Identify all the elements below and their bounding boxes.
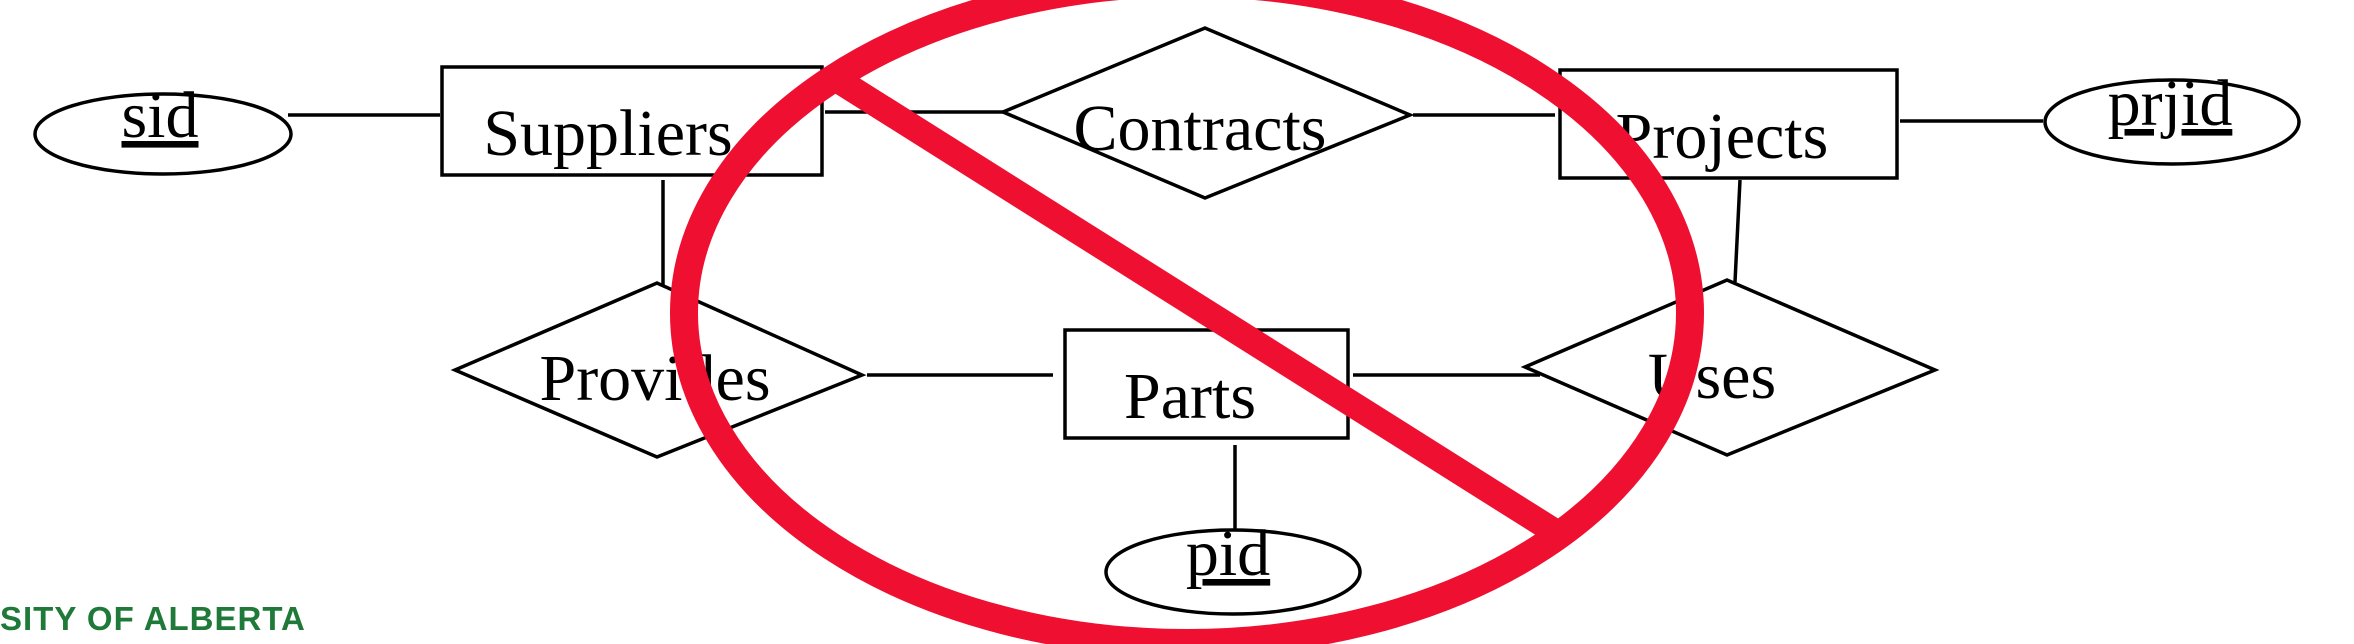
attribute-oval	[33, 92, 293, 176]
relationship-diamond	[998, 26, 1415, 200]
relationship-uses: Uses	[1520, 278, 1940, 457]
diagram-edges	[288, 110, 2043, 533]
relationship-contracts-label: Contracts	[1074, 92, 1327, 165]
attribute-sid-label: sid	[121, 79, 198, 152]
entity-projects-label: Projects	[1616, 100, 1829, 173]
prohibition-ring	[670, 0, 1704, 644]
entity-parts-label: Parts	[1124, 360, 1256, 433]
attribute-sid: sid	[33, 79, 293, 176]
attribute-oval	[1104, 528, 1362, 616]
relationship-provides-label: Provides	[540, 342, 771, 415]
entity-suppliers-label: Suppliers	[483, 97, 732, 170]
attribute-pid-label: pid	[1186, 517, 1270, 590]
attribute-prjid: prjid	[2043, 67, 2301, 166]
prohibition-sign-overlay	[670, 0, 1704, 644]
edge-projects-uses	[1733, 179, 1742, 283]
attribute-oval	[2043, 78, 2301, 166]
relationship-contracts: Contracts	[998, 26, 1415, 200]
attribute-prjid-label: prjid	[2108, 67, 2233, 140]
prohibition-slash	[823, 64, 1567, 546]
university-footer-text: SITY OF ALBERTA	[0, 600, 306, 637]
attribute-pid: pid	[1104, 517, 1362, 616]
relationship-diamond	[450, 281, 867, 459]
relationship-provides: Provides	[450, 281, 867, 459]
